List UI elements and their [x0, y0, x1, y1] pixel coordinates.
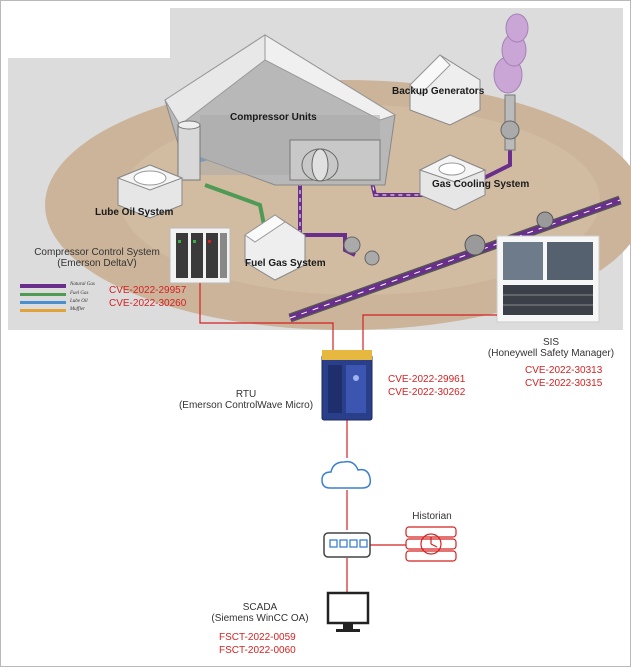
- rtu-label: RTU (Emerson ControlWave Micro): [175, 389, 317, 411]
- compressor-control-name: Compressor Control System: [34, 247, 160, 258]
- legend-muffler: Muffler: [70, 307, 85, 312]
- gas-cooling-unit: [418, 154, 487, 211]
- gas-cooling-system-label: Gas Cooling System: [432, 179, 530, 190]
- compressor-control-cves: CVE-2022-29957 CVE-2022-30260: [109, 284, 186, 310]
- controller-rack-icon: [169, 227, 231, 284]
- legend-fuel-gas: Fuel Gas: [70, 291, 89, 296]
- compressor-building: [164, 34, 397, 186]
- legend-natural-gas: Natural Gas: [70, 282, 95, 287]
- exhaust-plume: [493, 13, 529, 94]
- pipeline-valve-2: [536, 211, 554, 229]
- cve-item: CVE-2022-30260: [109, 298, 187, 309]
- cve-item: CVE-2022-30262: [388, 387, 466, 398]
- fuel-gas-line: [204, 183, 267, 231]
- compressor-control-product: (Emerson DeltaV): [57, 258, 137, 269]
- sis-cves: CVE-2022-30313 CVE-2022-30315: [525, 364, 602, 390]
- rtu-cves: CVE-2022-29961 CVE-2022-30262: [388, 373, 465, 399]
- cve-item: CVE-2022-30315: [525, 378, 603, 389]
- rtu-product: (Emerson ControlWave Micro): [178, 400, 314, 411]
- cloud-icon: [321, 460, 372, 489]
- backup-generator-house: [409, 54, 481, 126]
- compressor-cylinder: [177, 124, 201, 181]
- cve-item: CVE-2022-30313: [525, 365, 603, 376]
- scada-product: (Siemens WinCC OA): [211, 613, 309, 624]
- network-switch-icon: [323, 532, 371, 558]
- monitor-icon: [326, 591, 370, 632]
- network-links: [199, 283, 497, 592]
- historian-label: Historian: [412, 511, 452, 522]
- cve-item: FSCT-2022-0059: [219, 632, 296, 643]
- sis-cabinet-icon: [496, 235, 600, 323]
- scada-name: SCADA: [242, 602, 278, 613]
- compressor-control-label: Compressor Control System (Emerson Delta…: [26, 247, 168, 269]
- rtu-device-icon: [321, 350, 373, 421]
- scada-cves: FSCT-2022-0059 FSCT-2022-0060: [219, 631, 296, 657]
- blank-corner: [8, 8, 170, 58]
- compressor-units-label: Compressor Units: [230, 112, 317, 123]
- cve-item: FSCT-2022-0060: [219, 645, 296, 656]
- legend-lube-oil: Lube Oil: [70, 299, 88, 304]
- pipe-legend: [20, 284, 66, 312]
- fuel-gas-house: [244, 214, 306, 281]
- lube-oil-cooler: [116, 164, 184, 219]
- cve-item: CVE-2022-29961: [388, 374, 466, 385]
- rtu-name: RTU: [235, 389, 257, 400]
- scada-label: SCADA (Siemens WinCC OA): [203, 602, 317, 624]
- backup-generators-label: Backup Generators: [392, 86, 485, 97]
- sis-name: SIS: [542, 337, 560, 348]
- sis-product: (Honeywell Safety Manager): [487, 348, 615, 359]
- historian-database-icon: [405, 526, 457, 562]
- sis-label: SIS (Honeywell Safety Manager): [485, 337, 617, 359]
- cve-item: CVE-2022-29957: [109, 285, 187, 296]
- main-pipeline: [288, 195, 622, 323]
- pipeline-valve: [464, 234, 486, 256]
- lube-oil-system-label: Lube Oil System: [95, 207, 174, 218]
- fuel-gas-system-label: Fuel Gas System: [245, 258, 326, 269]
- fuel-gas-valve: [343, 236, 361, 254]
